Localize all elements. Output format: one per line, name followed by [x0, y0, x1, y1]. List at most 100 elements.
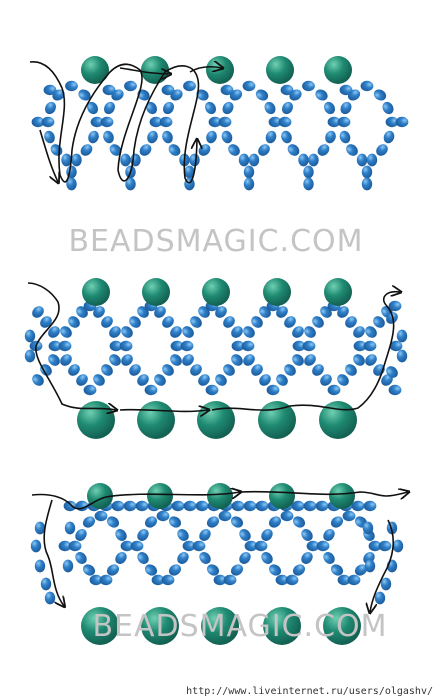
thread-path [189, 67, 222, 73]
seed-bead [345, 364, 357, 376]
seed-bead [145, 101, 158, 115]
seed-bead [231, 500, 245, 512]
seed-bead [292, 516, 306, 528]
round-bead [324, 56, 352, 84]
seed-bead [213, 574, 227, 586]
seed-bead [100, 116, 114, 128]
seed-bead [320, 374, 332, 386]
seed-bead [315, 500, 329, 512]
seed-bead [317, 144, 330, 156]
seed-bead [287, 144, 300, 156]
seed-bead [168, 564, 182, 576]
seed-bead [218, 510, 232, 522]
seed-bead [255, 500, 269, 512]
seed-bead [231, 340, 245, 352]
seed-bead [258, 144, 270, 156]
seed-bead [284, 316, 296, 328]
seed-bead [223, 364, 235, 376]
seed-bead [168, 516, 182, 528]
seed-bead [312, 364, 324, 376]
seed-bead [254, 540, 268, 552]
seed-bead [239, 552, 251, 564]
seed-bead [101, 316, 113, 328]
seed-bead [366, 153, 378, 167]
seed-bead [44, 101, 57, 115]
seed-bead [206, 130, 217, 144]
seed-bead [298, 153, 309, 167]
seed-bead [330, 516, 344, 528]
seed-bead [281, 130, 292, 144]
seed-bead [388, 300, 402, 312]
seed-bead [199, 529, 211, 541]
seed-bead [206, 564, 220, 576]
seed-bead [385, 116, 399, 128]
seed-bead [149, 116, 163, 128]
round-bead [81, 56, 109, 84]
seed-bead [360, 80, 374, 92]
seed-bead [115, 529, 127, 541]
seed-bead [389, 340, 403, 352]
seed-bead [144, 564, 158, 576]
seed-bead [31, 116, 45, 128]
seed-bead [120, 153, 131, 167]
seed-bead [347, 574, 361, 586]
seed-bead [292, 326, 304, 338]
seed-bead [373, 316, 385, 328]
round-bead [141, 56, 169, 84]
seed-bead [63, 500, 77, 512]
seed-bead [340, 101, 352, 115]
seed-bead [93, 306, 105, 318]
seed-bead [339, 84, 353, 96]
seed-bead [376, 144, 388, 156]
seed-bead [285, 574, 299, 586]
seed-bead [196, 89, 209, 101]
seed-bead [221, 130, 233, 144]
seed-bead [302, 80, 315, 92]
seed-bead [303, 177, 314, 191]
thread-path [119, 67, 170, 74]
seed-bead [243, 500, 257, 512]
seed-bead [40, 577, 52, 591]
seed-bead [264, 101, 276, 115]
round-bead [269, 483, 295, 509]
seed-bead [129, 316, 141, 328]
seed-bead [109, 354, 121, 366]
seed-bead [60, 354, 72, 366]
seed-bead [162, 364, 174, 376]
seed-bead [75, 552, 87, 564]
seed-bead [292, 340, 306, 352]
seed-bead [301, 529, 313, 541]
seed-bead [109, 144, 122, 156]
seed-bead [337, 574, 351, 586]
seed-bead [327, 384, 341, 396]
seed-bead [383, 130, 395, 144]
seed-bead [292, 564, 306, 576]
seed-bead [30, 539, 42, 553]
seed-bead [380, 577, 392, 591]
seed-bead [345, 316, 357, 328]
seed-bead [183, 80, 196, 92]
round-bead [319, 401, 357, 439]
seed-bead [83, 384, 97, 396]
round-bead [82, 278, 110, 306]
seed-bead [198, 144, 211, 156]
seed-bead [382, 101, 394, 115]
seed-bead [368, 540, 382, 552]
seed-bead [119, 340, 133, 352]
seed-bead [99, 574, 113, 586]
seed-bead [177, 552, 189, 564]
seed-bead [206, 516, 220, 528]
seed-bead [190, 364, 202, 376]
seed-bead [58, 540, 72, 552]
seed-bead [50, 144, 63, 156]
seed-bead [346, 144, 358, 156]
seed-bead [215, 306, 227, 318]
seed-bead [229, 89, 243, 101]
seed-bead [161, 84, 175, 96]
seed-bead [170, 326, 182, 338]
seed-bead [40, 364, 52, 376]
seed-bead [230, 516, 244, 528]
seed-bead [71, 153, 82, 167]
seed-bead [24, 349, 36, 363]
seed-bead [268, 516, 282, 528]
